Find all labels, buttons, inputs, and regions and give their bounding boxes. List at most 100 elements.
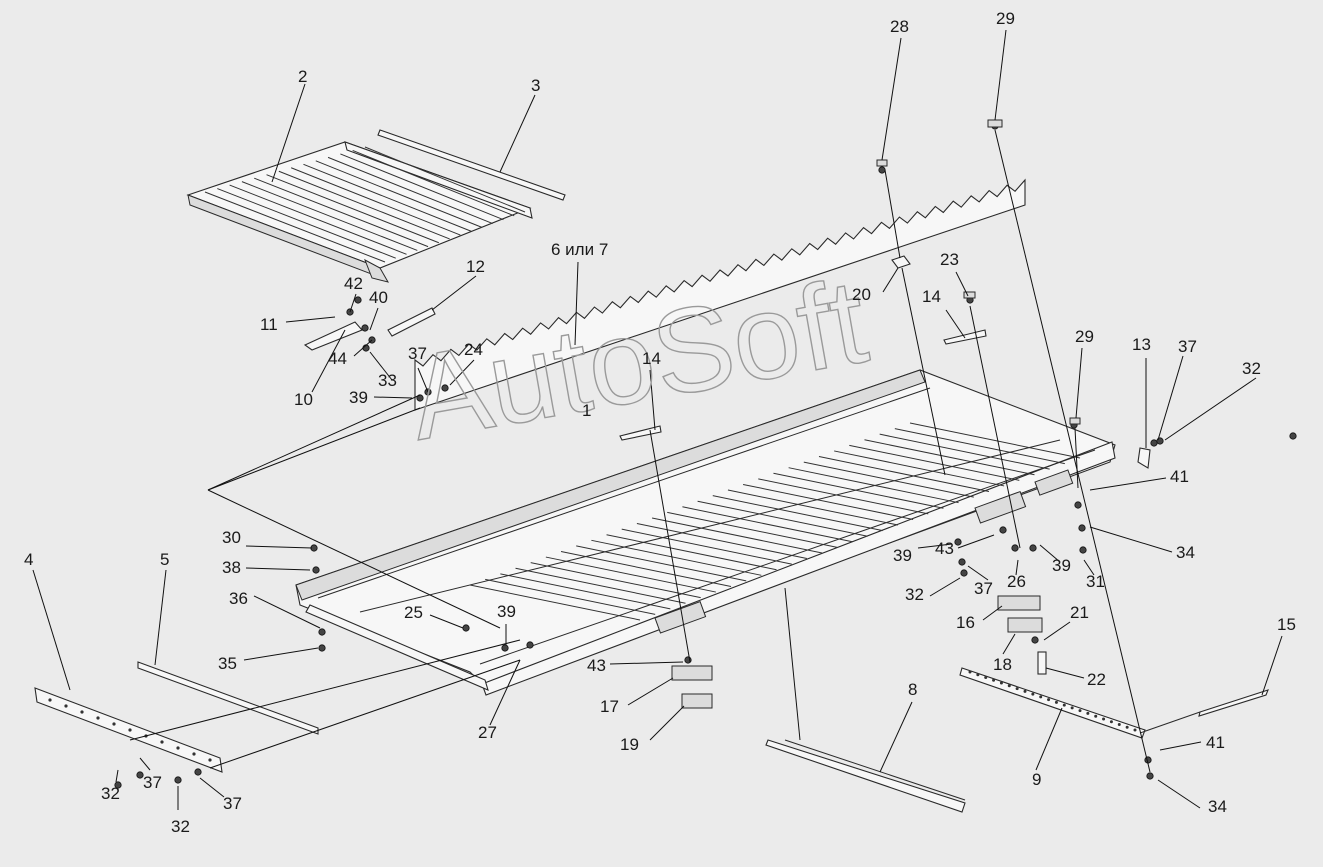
fastener (526, 641, 534, 649)
bolt-head (876, 159, 888, 167)
main-slat (621, 528, 792, 565)
main-slat (545, 556, 716, 593)
callout-34-lower: 34 (1208, 797, 1227, 816)
callout-37-mid: 37 (974, 579, 993, 598)
bracket-13 (1137, 447, 1151, 469)
callout-37-left: 37 (143, 773, 162, 792)
upper-slat (303, 163, 472, 232)
callout-5: 5 (160, 550, 169, 569)
lever-10 (303, 321, 363, 351)
main-slat (591, 539, 762, 576)
main-slat (515, 567, 686, 604)
callout-6-or-7: 6 или 7 (551, 240, 608, 259)
callout-39-upper: 39 (349, 388, 368, 407)
callout-leader (1045, 667, 1085, 679)
plate-hole (176, 746, 180, 750)
callout-30: 30 (222, 528, 241, 547)
rack-hole (1102, 717, 1106, 721)
fastener (1078, 524, 1086, 532)
clamp-18 (1007, 617, 1043, 633)
rack-hole (992, 678, 996, 682)
fastener (462, 624, 470, 632)
callout-leader (1002, 633, 1016, 655)
callout-25: 25 (404, 603, 423, 622)
callout-leader (574, 261, 579, 346)
callout-36: 36 (229, 589, 248, 608)
callout-35: 35 (218, 654, 237, 673)
rack-hole (1117, 722, 1121, 726)
callout-leader (967, 565, 989, 581)
clamp-16 (997, 595, 1041, 611)
plate-hole (96, 716, 100, 720)
upper-slat (278, 170, 450, 240)
main-slat (909, 422, 1081, 459)
rack-hole (1125, 725, 1129, 729)
upper-slat (315, 160, 483, 228)
callout-leader (115, 769, 119, 783)
callout-leader (649, 705, 685, 741)
callout-31: 31 (1086, 572, 1105, 591)
main-slat (560, 550, 732, 587)
plate-hole (112, 722, 116, 726)
main-slat (485, 578, 656, 615)
callout-leader (882, 267, 899, 293)
upper-slat (364, 146, 526, 213)
callout-14-right: 14 (922, 287, 941, 306)
callout-leader (929, 577, 961, 597)
callout-leader (349, 293, 357, 313)
fastener (1150, 439, 1158, 447)
upper-slat (217, 188, 396, 259)
fastener (1079, 546, 1087, 554)
callout-33: 33 (378, 371, 397, 390)
main-slat (667, 511, 838, 548)
fastener (318, 644, 326, 652)
fastener (501, 644, 509, 652)
callout-23: 23 (940, 250, 959, 269)
callout-leader (1035, 707, 1063, 771)
upper-slat (254, 177, 429, 248)
callout-leader (243, 647, 319, 661)
main-slat (576, 545, 747, 582)
fastener (1146, 772, 1154, 780)
bolt-head (987, 119, 1003, 128)
main-slat (879, 433, 1050, 470)
callout-40: 40 (369, 288, 388, 307)
callout-21: 21 (1070, 603, 1089, 622)
callout-leader (609, 661, 684, 665)
clip-20 (891, 255, 911, 269)
fastener (136, 771, 144, 779)
rack-hole (1086, 711, 1090, 715)
upper-sieve-slats (204, 146, 526, 263)
rack-hole (1094, 714, 1098, 718)
callout-38: 38 (222, 558, 241, 577)
rack-hole (1039, 695, 1043, 699)
clamp-19 (681, 693, 713, 709)
rack-hole (984, 676, 988, 680)
rack-hole (968, 670, 972, 674)
callout-leaders (32, 29, 1283, 810)
callout-leader (1089, 477, 1167, 491)
callout-15: 15 (1277, 615, 1296, 634)
callout-27: 27 (478, 723, 497, 742)
plate-4-holes (48, 698, 212, 762)
callout-19: 19 (620, 735, 639, 754)
pin-22 (1037, 651, 1047, 675)
main-slat (606, 534, 777, 571)
clamp-17 (671, 665, 713, 681)
rack-hole (1062, 703, 1066, 707)
callout-39-right-b: 39 (1052, 556, 1071, 575)
fastener (954, 538, 962, 546)
callout-leader (353, 339, 373, 357)
fastener (318, 628, 326, 636)
callout-leader (955, 271, 969, 297)
fastener (1031, 636, 1039, 644)
callout-leader (1075, 347, 1083, 419)
fastener (174, 776, 182, 784)
strip-3 (377, 129, 566, 201)
fastener (1011, 544, 1019, 552)
callout-leader (369, 307, 379, 331)
callout-leader (139, 757, 151, 771)
fastener (312, 566, 320, 574)
callout-leader (311, 329, 346, 393)
